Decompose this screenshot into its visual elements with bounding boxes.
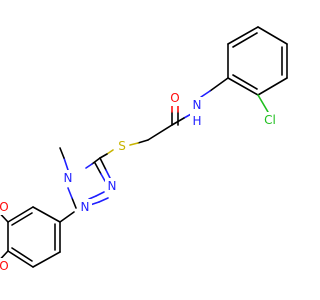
atom-n4: N xyxy=(61,170,75,186)
atom-cl-label: Cl xyxy=(264,113,276,127)
bond xyxy=(232,74,258,90)
atom-cl: Cl xyxy=(260,112,280,128)
bond xyxy=(200,90,211,98)
bond xyxy=(147,124,173,141)
bond xyxy=(209,77,229,92)
bond xyxy=(11,212,33,226)
bond xyxy=(99,153,108,159)
bond xyxy=(100,173,106,182)
atom-nh: N H xyxy=(190,97,204,129)
bond xyxy=(32,206,61,223)
bond xyxy=(95,191,105,197)
bond xyxy=(227,26,259,45)
bond xyxy=(257,26,288,45)
atom-n2: N xyxy=(105,178,119,194)
bond xyxy=(94,162,102,175)
bond xyxy=(129,142,139,146)
atom-labels: S O N H Cl N N N O xyxy=(0,90,280,274)
atom-n2-label: N xyxy=(108,179,117,193)
bond xyxy=(106,149,114,155)
bond xyxy=(232,32,258,48)
bond xyxy=(63,157,69,171)
bond xyxy=(99,157,107,171)
atom-o-bottom: O xyxy=(0,258,11,274)
bond xyxy=(11,247,33,262)
atom-o-bottom-label: O xyxy=(0,259,9,273)
bond xyxy=(137,139,149,144)
bond xyxy=(71,197,77,209)
atom-o-amide-label: O xyxy=(170,91,179,105)
bond xyxy=(59,211,75,223)
atom-s-label: S xyxy=(118,139,126,153)
atom-o-amide: O xyxy=(168,90,182,106)
atom-o-top-label: O xyxy=(0,200,9,214)
bond xyxy=(88,195,97,200)
bond xyxy=(257,77,288,96)
atom-o-top: O xyxy=(0,199,11,215)
atom-n4-label: N xyxy=(64,171,73,185)
bond xyxy=(7,250,34,268)
bond xyxy=(257,94,269,113)
bond xyxy=(91,157,101,165)
molecule-structure-diagram: S O N H Cl N N N O xyxy=(0,26,288,274)
bonds xyxy=(0,26,288,268)
bond xyxy=(7,206,34,223)
atom-n-amide-label: N xyxy=(193,98,202,112)
bond xyxy=(227,77,259,96)
bond xyxy=(85,163,93,169)
bond xyxy=(59,147,65,159)
bond xyxy=(67,187,73,199)
atom-h-amide-label: H xyxy=(192,114,201,128)
atom-s: S xyxy=(115,138,129,154)
bond xyxy=(98,197,109,203)
bond xyxy=(32,251,61,268)
atom-n1: N xyxy=(78,199,92,215)
atom-n1-label: N xyxy=(81,200,90,214)
